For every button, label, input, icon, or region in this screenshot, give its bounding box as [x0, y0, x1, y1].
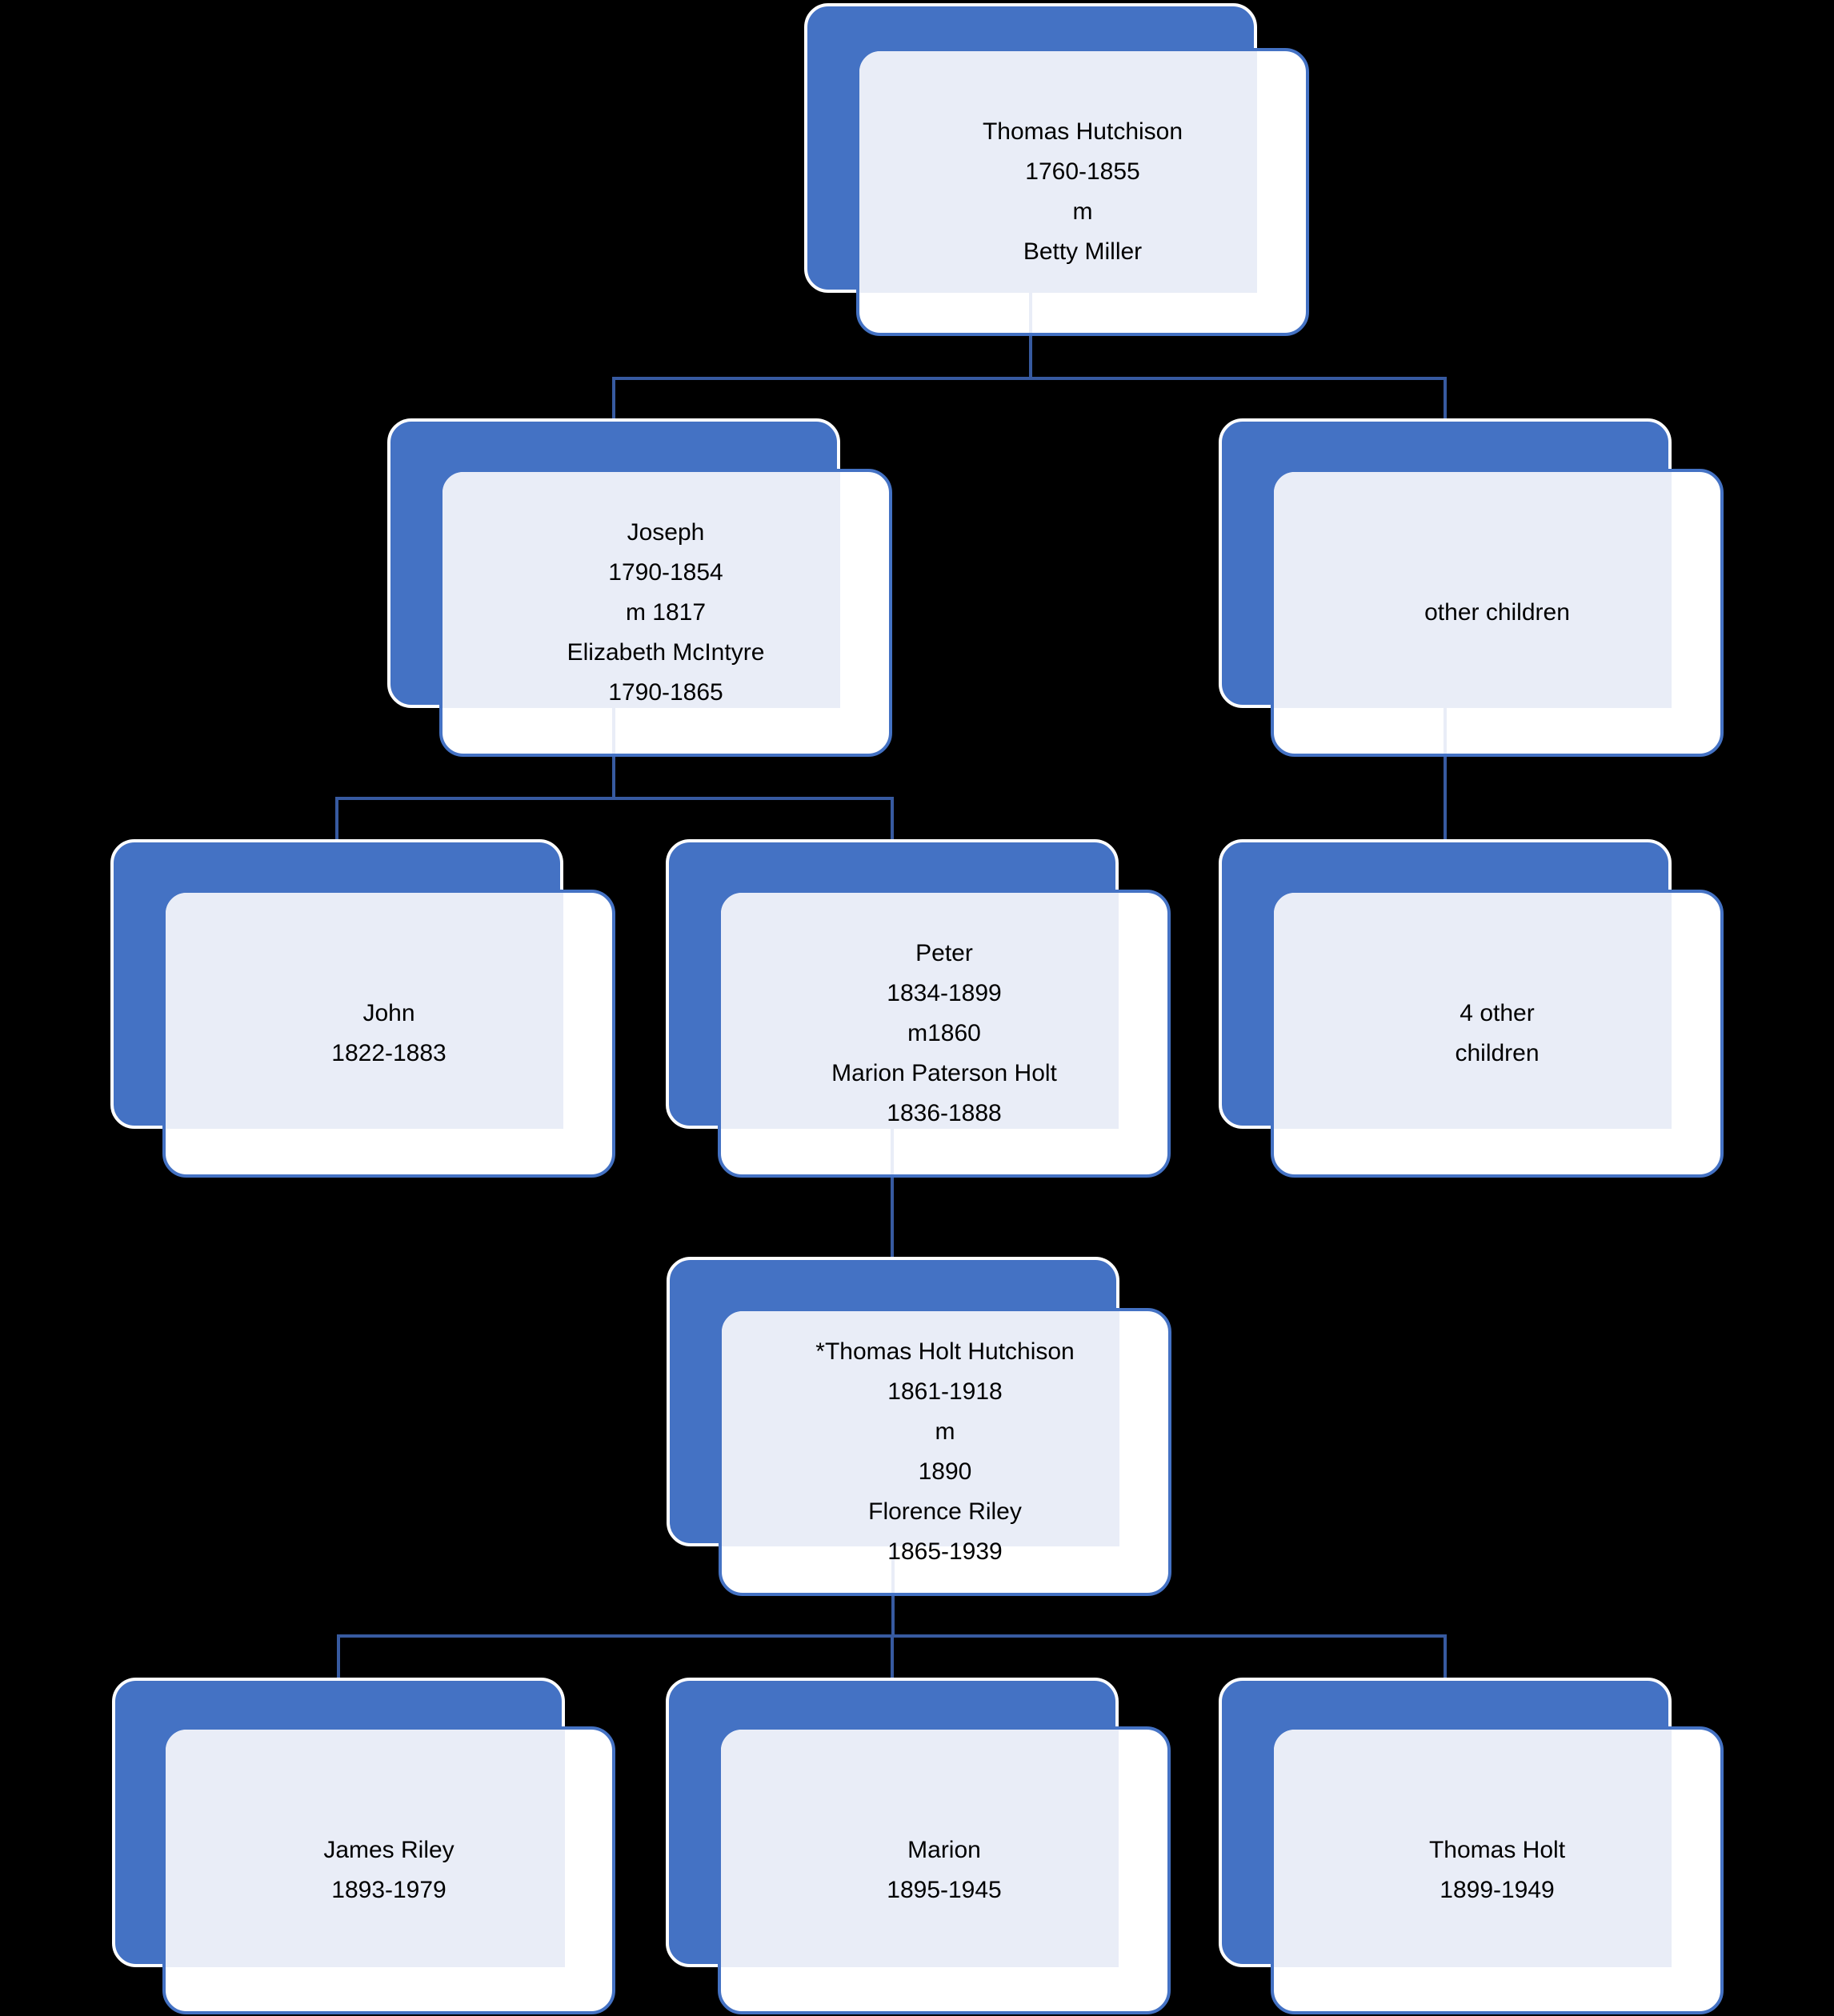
node-label-line: m 1817	[625, 599, 707, 626]
node-label-line: 1790-1865	[608, 679, 723, 706]
connector-line-vertical	[1029, 293, 1032, 380]
node-label-line: 1890	[918, 1458, 972, 1485]
node-label: Marion 1895-1945	[718, 1726, 1171, 2014]
node-overlay	[1274, 472, 1672, 708]
node-label-line: 1822-1883	[331, 1040, 446, 1066]
node-label-line: 1865-1939	[887, 1538, 1003, 1565]
node-label-line: 1760-1855	[1025, 158, 1140, 185]
node-overlay	[166, 893, 563, 1129]
node-label-line: 1790-1854	[608, 559, 723, 586]
connector-line-horizontal	[612, 377, 1447, 380]
connector-line-vertical	[337, 1634, 340, 1684]
node-label-line: m	[935, 1418, 955, 1445]
node-label-line: Thomas Hutchison	[982, 118, 1183, 145]
connector-line-vertical	[612, 377, 615, 425]
node-label: Thomas Holt 1899-1949	[1271, 1726, 1724, 2014]
connector-line-vertical	[891, 797, 894, 846]
connector-faint-segment	[1444, 708, 1447, 754]
node-overlay	[1274, 893, 1672, 1129]
node-label-line: Thomas Holt	[1428, 1837, 1566, 1863]
connector-line-vertical	[1444, 377, 1447, 425]
node-label-line: 1834-1899	[887, 980, 1002, 1006]
node-overlay	[859, 51, 1257, 293]
connector-faint-segment	[612, 708, 615, 754]
node-label-line: 1895-1945	[887, 1877, 1002, 1903]
connector-line-horizontal	[335, 797, 894, 800]
node-label-line: 1836-1888	[887, 1100, 1002, 1126]
node-label-line: 1893-1979	[331, 1877, 446, 1903]
node-overlay	[166, 1730, 565, 1967]
node-label-line: 4 other	[1460, 1000, 1535, 1026]
node-label-line: Joseph	[627, 519, 705, 546]
node-label-line: m	[1072, 198, 1093, 225]
node-label-line: children	[1455, 1040, 1540, 1066]
node-label-line: 1861-1918	[887, 1378, 1003, 1405]
node-label: James Riley 1893-1979	[162, 1726, 615, 2014]
node-overlay	[721, 1730, 1119, 1967]
node-label-line: Elizabeth McIntyre	[567, 639, 765, 666]
connector-line-vertical	[335, 797, 338, 846]
connector-faint-segment	[1029, 293, 1032, 333]
node-label-line: James Riley	[323, 1837, 454, 1863]
node-label: other children	[1271, 469, 1724, 757]
node-label-line: 1899-1949	[1440, 1877, 1555, 1903]
node-overlay	[442, 472, 840, 708]
connector-line-vertical	[1444, 708, 1447, 846]
connector-faint-segment	[891, 1546, 895, 1593]
node-label-line: Betty Miller	[1023, 238, 1143, 265]
connector-line-vertical	[891, 1129, 894, 1263]
node-label-line: Peter	[915, 940, 973, 966]
node-label: John 1822-1883	[162, 890, 615, 1178]
node-label-line: *Thomas Holt Hutchison	[815, 1338, 1075, 1365]
node-overlay	[1274, 1730, 1672, 1967]
connector-line-vertical	[1444, 1634, 1447, 1684]
node-label-line: Marion	[907, 1837, 981, 1863]
connector-faint-segment	[891, 1129, 894, 1174]
node-label-line: m1860	[907, 1020, 981, 1046]
node-label: 4 other children	[1271, 890, 1724, 1178]
node-label-line: Florence Riley	[868, 1498, 1022, 1525]
node-label-line: Marion Paterson Holt	[831, 1060, 1057, 1086]
node-overlay	[721, 893, 1119, 1129]
node-label-line: other children	[1424, 599, 1570, 626]
connector-line-vertical	[891, 1634, 894, 1684]
node-label-line: John	[362, 1000, 415, 1026]
node-overlay	[722, 1311, 1119, 1546]
